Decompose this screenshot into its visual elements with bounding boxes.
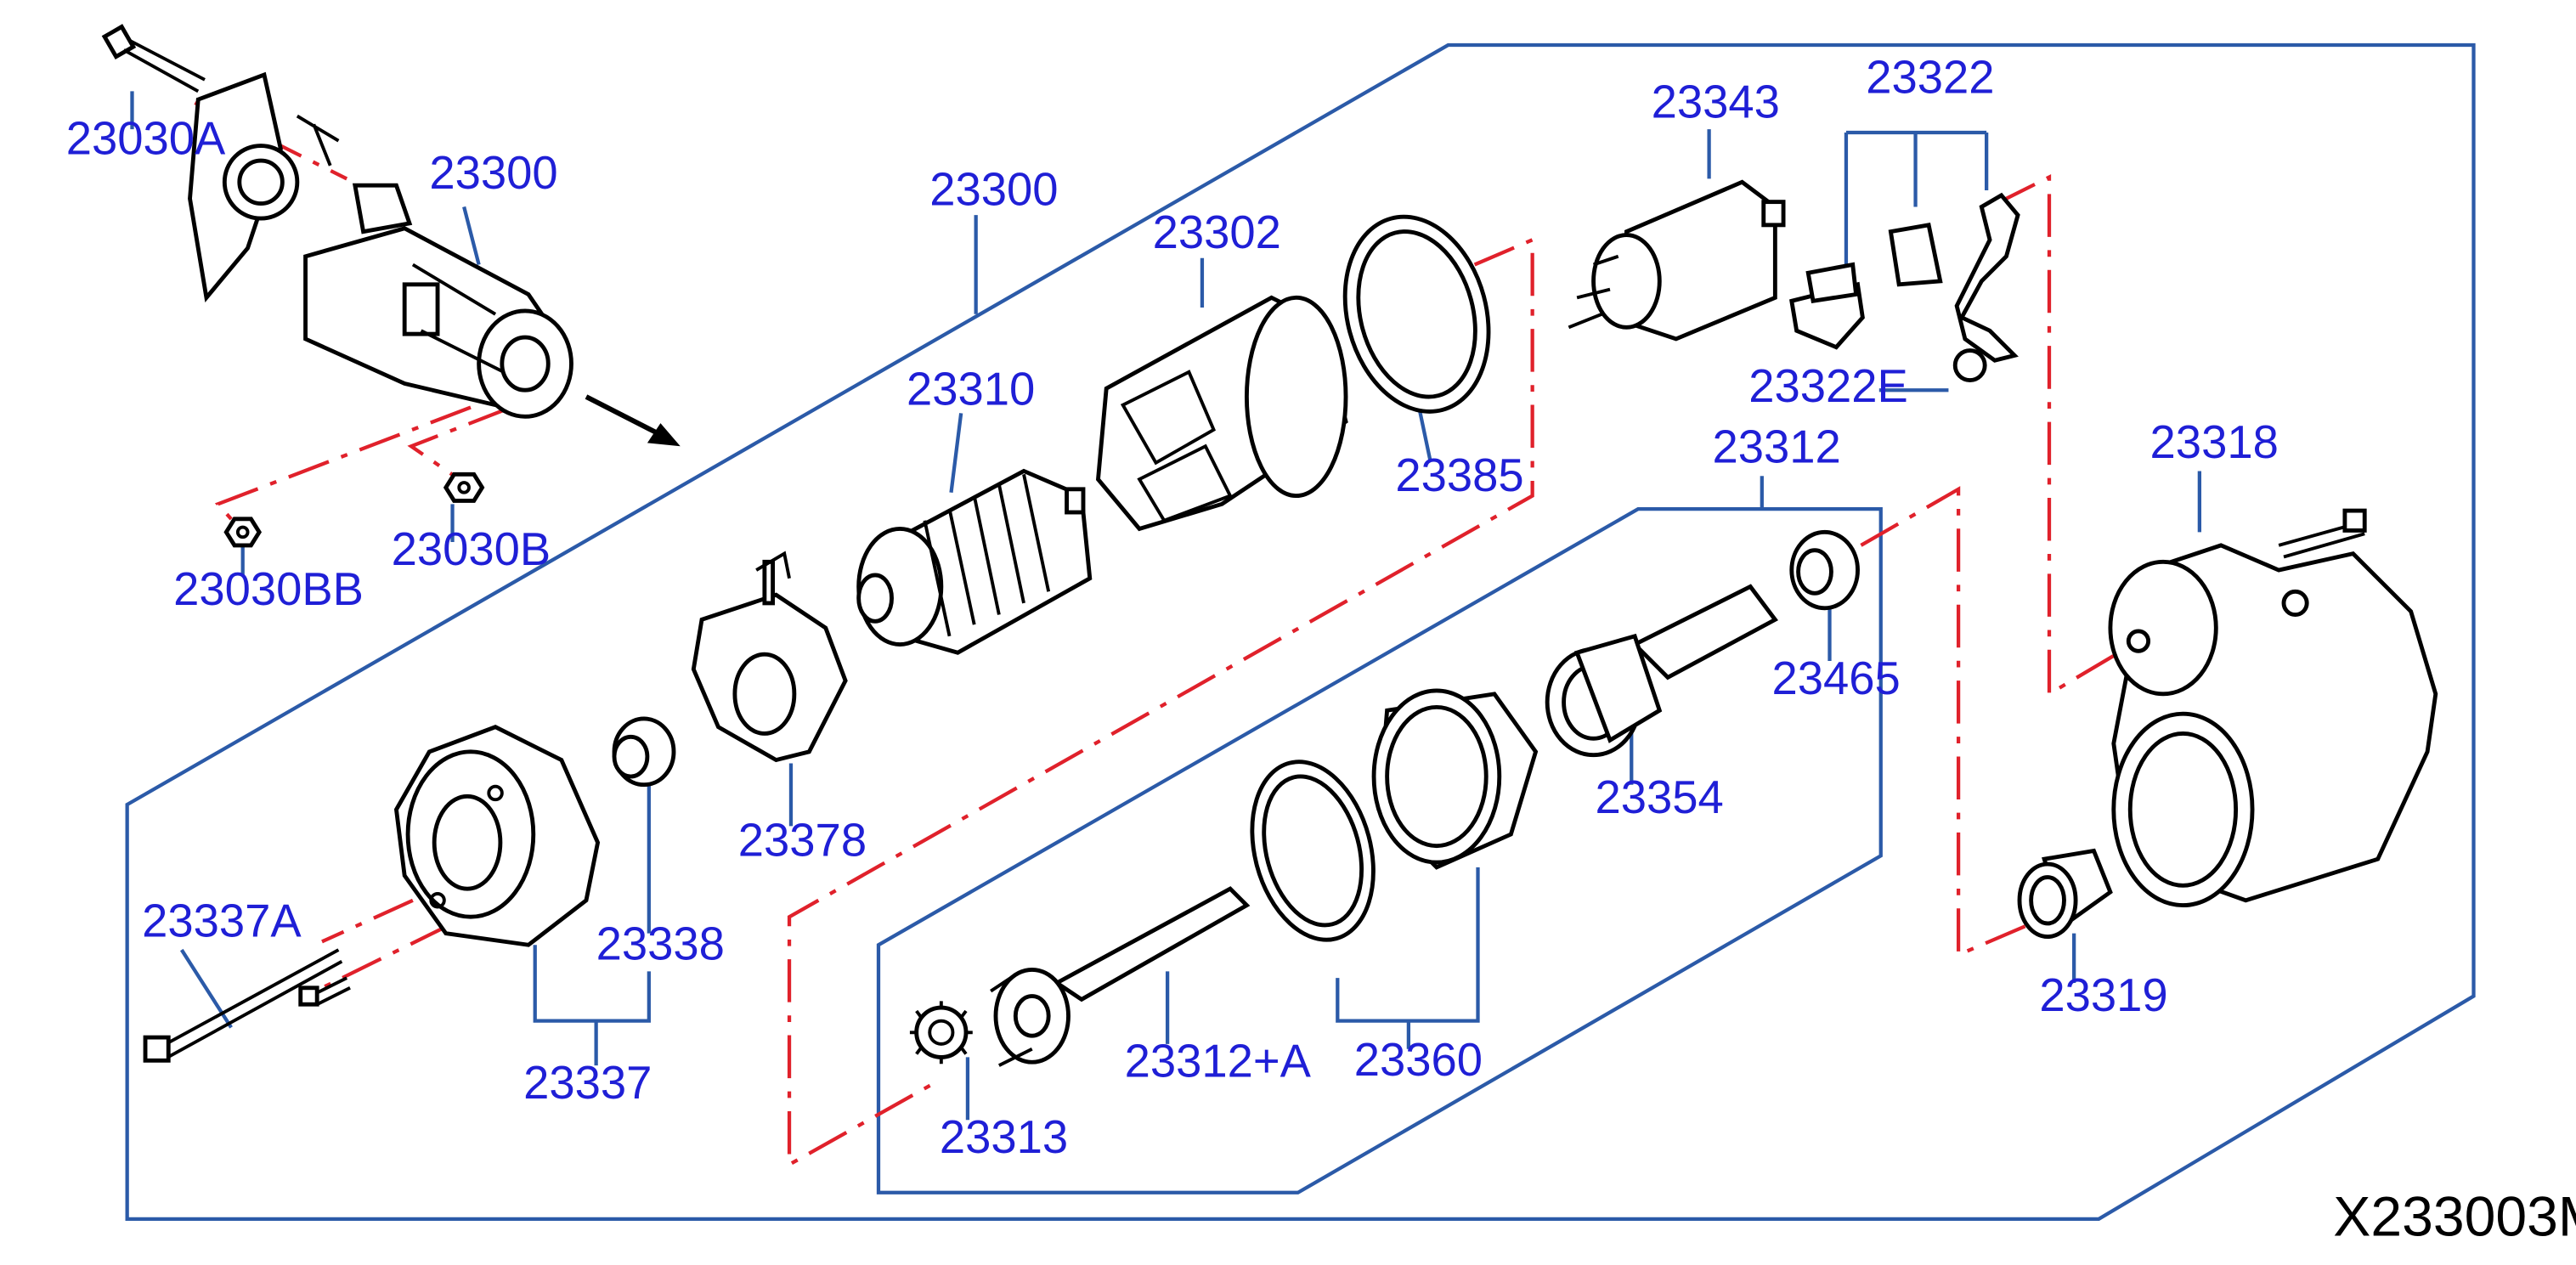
label-23354: 23354 — [1596, 771, 1724, 823]
assembly-frame-outline — [125, 42, 2476, 1222]
sub-assembly-frame-outline — [876, 507, 1883, 1194]
direction-arrow — [585, 394, 662, 438]
label-23319: 23319 — [2039, 969, 2167, 1021]
installed-starter-illustration — [188, 71, 573, 419]
label-23322: 23322 — [1866, 51, 1994, 103]
label-23313: 23313 — [940, 1111, 1068, 1163]
label-23312a: 23312+A — [1125, 1036, 1312, 1087]
label-23300-installed: 23300 — [429, 147, 557, 199]
label-23310: 23310 — [907, 364, 1035, 415]
yoke-23302 — [1095, 295, 1348, 532]
label-23300-assembly: 23300 — [929, 164, 1058, 216]
label-23030a: 23030A — [66, 112, 226, 164]
part-labels: 23030A 23300 23300 23030BB 23030B 23302 … — [66, 51, 2279, 1163]
bushing-23319 — [2017, 848, 2113, 939]
through-bolts-23337a — [143, 948, 351, 1063]
gear-set-23360 — [1250, 688, 1539, 942]
label-23378: 23378 — [738, 814, 867, 866]
label-23302: 23302 — [1153, 206, 1281, 258]
label-23030b: 23030B — [392, 523, 551, 575]
label-23337: 23337 — [523, 1057, 652, 1109]
nut-23030bb — [223, 517, 263, 548]
front-housing-23318 — [2108, 508, 2438, 908]
leader-lines — [130, 91, 2201, 1121]
label-23465: 23465 — [1771, 652, 1900, 704]
label-23343: 23343 — [1652, 76, 1780, 128]
nut-23030b — [443, 472, 485, 503]
label-23322e: 23322E — [1748, 360, 1908, 412]
pinion-gear-23313 — [909, 1001, 973, 1065]
label-23318: 23318 — [2150, 416, 2279, 468]
centerlines — [194, 101, 2148, 1168]
label-23385: 23385 — [1395, 449, 1523, 501]
pinion-shaft-23312a — [990, 886, 1251, 1067]
solenoid-23343 — [1568, 179, 1786, 342]
lever-set-23322 — [1789, 192, 2020, 382]
rear-cover-23337 — [393, 725, 601, 947]
label-23312: 23312 — [1713, 421, 1841, 473]
label-23030bb: 23030BB — [173, 563, 364, 615]
brush-holder-23378 — [691, 551, 848, 763]
label-23360: 23360 — [1354, 1034, 1483, 1086]
bolt-23030a — [101, 24, 206, 93]
label-23337a: 23337A — [142, 895, 302, 947]
label-23338: 23338 — [596, 918, 725, 970]
shaft-23354 — [1545, 584, 1778, 758]
ring-23385 — [1342, 214, 1491, 414]
arrow-head — [647, 423, 681, 447]
bushing-23338 — [612, 716, 676, 788]
diagram-code: X233003M — [2333, 1185, 2576, 1248]
bushing-23465 — [1789, 529, 1860, 611]
armature-23310 — [856, 468, 1093, 655]
